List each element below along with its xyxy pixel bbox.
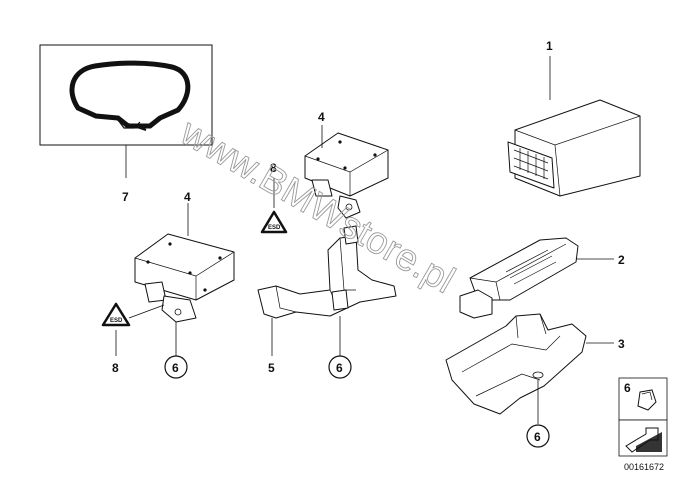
- svg-text:6: 6: [172, 361, 179, 375]
- tire-icon: [69, 60, 191, 131]
- callout-5: 5: [268, 361, 275, 375]
- callout-2: 2: [618, 253, 625, 267]
- callout-6-right: 6: [526, 424, 550, 448]
- legend-callout-6: 6: [624, 381, 631, 395]
- nut-icon: [637, 389, 657, 411]
- antenna-module: [459, 237, 579, 319]
- callout-4-top: 4: [318, 110, 325, 124]
- callout-1: 1: [546, 39, 553, 53]
- callout-6-center: 6: [328, 355, 352, 379]
- svg-text:6: 6: [336, 361, 343, 375]
- sensor-top: [304, 132, 389, 219]
- esd-warning-icon: ESD: [260, 210, 288, 234]
- svg-text:ESD: ESD: [268, 225, 281, 231]
- callout-8-left: 8: [112, 361, 119, 375]
- callout-4-left: 4: [184, 190, 191, 204]
- arrow-icon: [625, 427, 662, 453]
- callout-7: 7: [122, 190, 129, 204]
- document-number: 00161672: [624, 462, 664, 472]
- callout-3: 3: [618, 337, 625, 351]
- bracket: [257, 225, 397, 319]
- callout-6-left: 6: [164, 355, 188, 379]
- holder: [445, 313, 587, 415]
- esd-warning-icon: ESD: [101, 302, 131, 327]
- callout-8-top: 8: [270, 161, 277, 175]
- control-module: [507, 99, 641, 197]
- svg-text:6: 6: [534, 430, 541, 444]
- legend-box: 6: [618, 377, 668, 457]
- tire-box: [39, 44, 213, 146]
- svg-text:ESD: ESD: [110, 318, 123, 324]
- sensor-left: [134, 233, 235, 323]
